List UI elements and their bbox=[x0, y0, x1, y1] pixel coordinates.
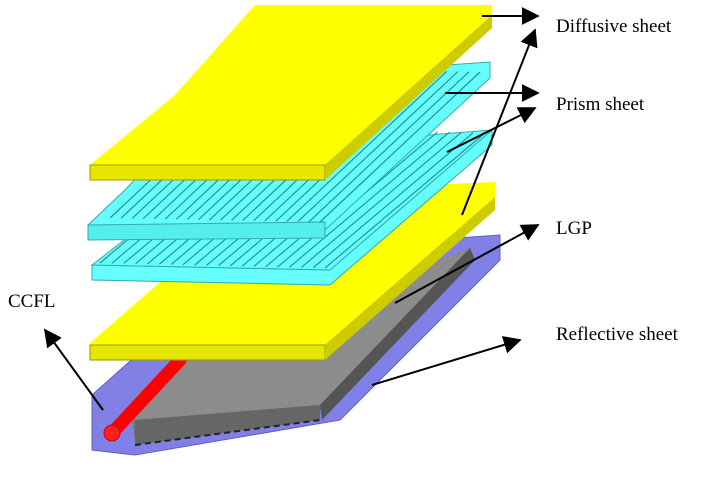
label-diffusive-sheet: Diffusive sheet bbox=[556, 16, 672, 37]
prism-ridge bbox=[289, 131, 450, 268]
prism-ridge bbox=[297, 71, 459, 223]
prism-ridge bbox=[308, 71, 470, 223]
label-prism-sheet: Prism sheet bbox=[556, 94, 645, 115]
arrow-reflective bbox=[371, 336, 522, 386]
prism-ridge bbox=[324, 132, 486, 269]
diffusive-sheet bbox=[89, 5, 492, 181]
prism-ridge bbox=[286, 70, 448, 222]
arrow-lgp bbox=[394, 224, 540, 304]
prism-ridge bbox=[319, 71, 481, 223]
prism-ridge bbox=[300, 132, 462, 268]
label-lgp: LGP bbox=[556, 218, 592, 239]
arrows bbox=[43, 7, 540, 411]
label-reflective-sheet: Reflective sheet bbox=[556, 324, 678, 345]
prism-ridge bbox=[312, 132, 474, 269]
arrow-ccfl bbox=[43, 328, 104, 411]
label-ccfl: CCFL bbox=[8, 291, 56, 312]
arrow-prism-lower bbox=[446, 107, 537, 153]
arrow-diffusive-from-lgp bbox=[461, 28, 538, 216]
ccfl-lamp bbox=[103, 353, 187, 442]
